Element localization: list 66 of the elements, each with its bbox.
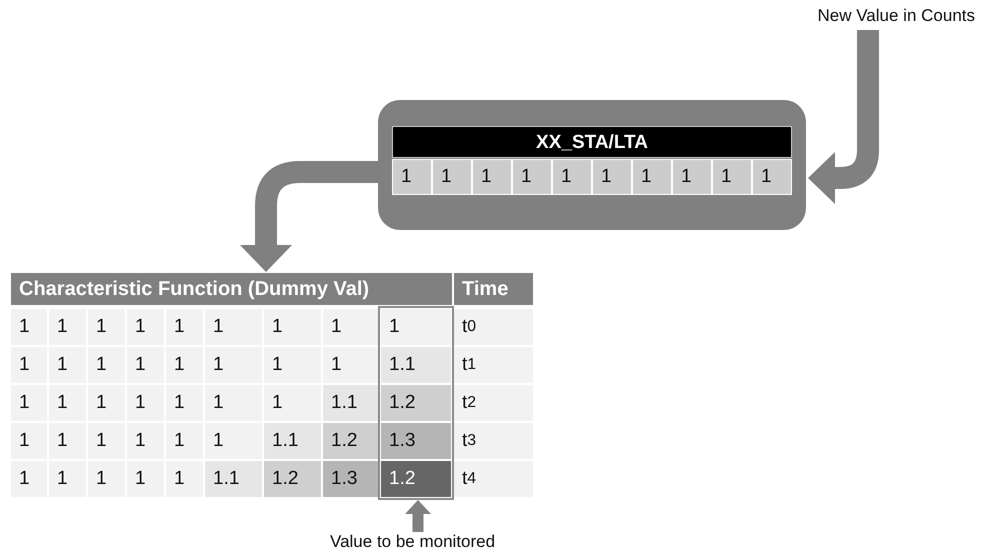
table-cell: 1.3 <box>380 422 452 460</box>
highlight-frame <box>378 306 454 500</box>
caption-text: Value to be monitored <box>330 532 496 552</box>
table-cell: 1 <box>204 422 263 460</box>
table-cell: 1 <box>165 422 204 460</box>
table-cell: 1 <box>126 422 165 460</box>
table-cell: 1 <box>48 384 87 422</box>
table-header: Characteristic Function (Dummy Val) <box>10 272 453 306</box>
table-cell: 1.2 <box>322 422 380 460</box>
table-cell: 1 <box>512 159 552 195</box>
table-cell: 1.2 <box>263 460 322 498</box>
table-header: XX_STA/LTA <box>392 126 792 158</box>
table-cell: 1.1 <box>263 422 322 460</box>
table-cell: 1 <box>322 346 380 384</box>
table-cell: 1 <box>87 384 126 422</box>
table-cell: 1 <box>472 159 512 195</box>
table-cell: 1 <box>48 346 87 384</box>
table-cell: 1 <box>87 460 126 498</box>
arrow <box>808 30 879 204</box>
arrow <box>405 500 431 532</box>
table-cell: 1 <box>48 308 87 346</box>
table-cell: 1 <box>592 159 632 195</box>
table-cell: 1 <box>204 308 263 346</box>
table-cell: 1 <box>165 460 204 498</box>
table-cell: 1 <box>204 384 263 422</box>
table-cell: 1 <box>126 308 165 346</box>
table-cell: 1 <box>392 159 432 195</box>
table-cell: 1.2 <box>380 460 452 498</box>
table-cell: 1 <box>10 422 48 460</box>
table-cell: 1.2 <box>380 384 452 422</box>
input-label: New Value in Counts <box>818 6 975 26</box>
table-cell: 1 <box>263 346 322 384</box>
table-cell: 1.1 <box>380 346 452 384</box>
table-cell: 1 <box>10 346 48 384</box>
table-cell: 1 <box>752 159 792 195</box>
table-cell: 1.1 <box>322 384 380 422</box>
table-cell: 1 <box>126 346 165 384</box>
table-cell: 1 <box>87 346 126 384</box>
table-cell: 1 <box>165 308 204 346</box>
table-cell: 1 <box>552 159 592 195</box>
table-cell: 1.3 <box>322 460 380 498</box>
table-cell: 1 <box>204 346 263 384</box>
arrow <box>240 161 378 272</box>
table-cell: 1 <box>322 308 380 346</box>
table-cell: 1 <box>712 159 752 195</box>
table-cell: 1 <box>632 159 672 195</box>
table-cell: 1 <box>380 308 452 346</box>
table-cell: 1.1 <box>204 460 263 498</box>
table-cell: 1 <box>126 384 165 422</box>
table-cell: 1 <box>10 384 48 422</box>
table-cell: 1 <box>87 422 126 460</box>
table-cell: 1 <box>672 159 712 195</box>
table-cell: 1 <box>87 308 126 346</box>
data-table <box>10 272 534 500</box>
table-cell: 1 <box>126 460 165 498</box>
table-cell: 1 <box>10 460 48 498</box>
table-cell: 1 <box>10 308 48 346</box>
table-cell: 1 <box>263 384 322 422</box>
table-header: Time <box>453 272 534 306</box>
table-cell: 1 <box>48 460 87 498</box>
table-cell: 1 <box>48 422 87 460</box>
table-cell: 1 <box>165 346 204 384</box>
table-cell: 1 <box>263 308 322 346</box>
buffer-panel <box>378 100 806 230</box>
table-cell: 1 <box>165 384 204 422</box>
table-cell: 1 <box>432 159 472 195</box>
